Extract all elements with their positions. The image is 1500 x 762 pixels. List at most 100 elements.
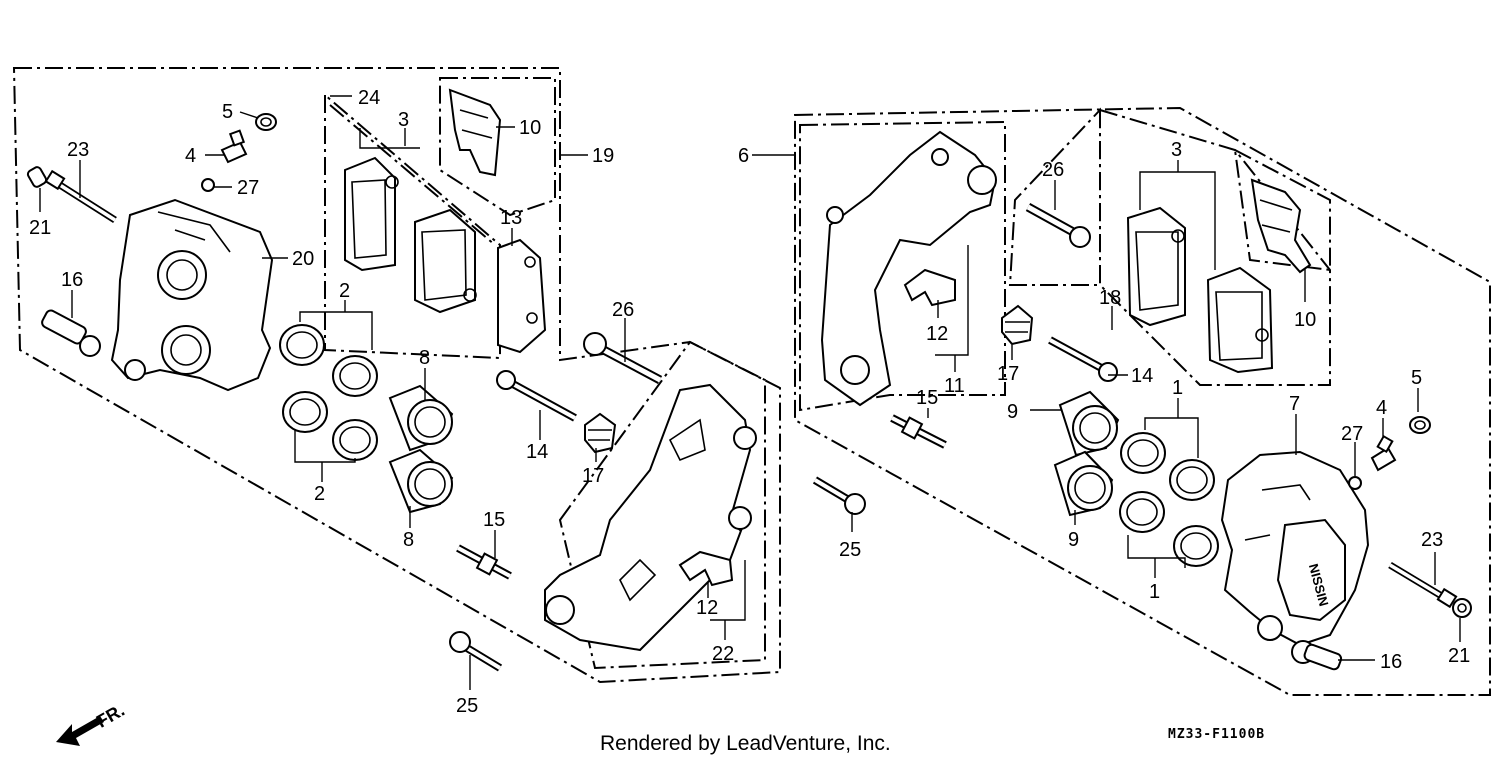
callout-16-left: 16 — [61, 269, 83, 291]
bleeder-cap-21-right — [1452, 598, 1472, 618]
bleeder-screw-4-right — [1370, 434, 1397, 472]
pad-spring-10-left — [448, 88, 502, 177]
callout-labels: 5 24 3 10 19 23 4 27 21 20 13 16 2 26 8 … — [29, 87, 1470, 717]
callout-2-bottom: 2 — [314, 483, 325, 505]
right-bracket-group-boundary — [799, 120, 1006, 412]
pistons-8-left — [388, 384, 454, 514]
caliper-body-7-right: NISSIN — [1220, 450, 1370, 647]
callout-26-right: 26 — [1042, 159, 1064, 181]
callout-12-right: 12 — [926, 323, 948, 345]
slide-pin-14-right — [1048, 336, 1118, 382]
left-caliper-body-group-boundary — [324, 92, 501, 360]
callout-22: 22 — [712, 643, 734, 665]
callout-20: 20 — [292, 248, 314, 270]
bleeder-cap-5-right — [1409, 416, 1431, 434]
bolt-26-left — [583, 332, 663, 384]
pad-clip-12-left — [678, 550, 734, 587]
caliper-bracket-22-left — [544, 383, 757, 652]
callout-24: 24 — [358, 87, 380, 109]
pad-clip-12-right — [903, 268, 956, 307]
pad-shim-13 — [497, 238, 547, 354]
caliper-body-20-left — [110, 198, 274, 392]
brake-pad-3-right-b — [1206, 266, 1274, 374]
callout-27-left: 27 — [237, 177, 259, 199]
callout-15-left: 15 — [483, 509, 505, 531]
boot-17-right — [1001, 304, 1034, 346]
callout-10-right: 10 — [1294, 309, 1316, 331]
callout-13: 13 — [500, 207, 522, 229]
bolt-25-right — [812, 476, 866, 515]
callout-21-right: 21 — [1448, 645, 1470, 667]
callout-15-right: 15 — [916, 387, 938, 409]
slide-pin-14-left — [496, 370, 577, 422]
callout-25-right: 25 — [839, 539, 861, 561]
callout-1-bottom: 1 — [1149, 581, 1160, 603]
brake-pad-3-right-a — [1126, 206, 1186, 327]
callout-5-right: 5 — [1411, 367, 1422, 389]
callout-26-left: 26 — [612, 299, 634, 321]
left-caliper-assembly-boundary — [12, 67, 781, 684]
callout-9-bottom: 9 — [1068, 529, 1079, 551]
callout-8-bottom: 8 — [403, 529, 414, 551]
pad-pin-23-right — [1388, 561, 1458, 609]
callout-17-left: 17 — [582, 465, 604, 487]
callout-23-left: 23 — [67, 139, 89, 161]
front-direction-label: FR. — [93, 700, 128, 732]
callout-14-left: 14 — [526, 441, 548, 463]
brake-pad-3-left-a — [344, 156, 399, 272]
callout-2-top: 2 — [339, 280, 350, 302]
callout-4-left: 4 — [185, 145, 196, 167]
callout-11: 11 — [944, 375, 965, 397]
callout-5-left: 5 — [222, 101, 233, 123]
slide-pin-15-right — [890, 414, 947, 449]
left-pad-group-boundary — [329, 104, 496, 246]
piston-seals-1-right — [1119, 432, 1219, 567]
slide-pin-15-left — [456, 544, 512, 580]
callout-18: 18 — [1099, 287, 1121, 309]
callout-17-right: 17 — [997, 363, 1019, 385]
pad-pin-23-left — [44, 169, 117, 223]
bolt-16-right — [1291, 640, 1343, 671]
left-bracket-group-boundary — [558, 340, 766, 670]
pistons-9-right — [1053, 390, 1120, 517]
callout-1-top: 1 — [1172, 377, 1183, 399]
callout-27-right: 27 — [1341, 423, 1363, 445]
callout-23-right: 23 — [1421, 529, 1443, 551]
bleeder-cap-5-left — [255, 113, 277, 131]
callout-9-top: 9 — [1007, 401, 1018, 423]
callout-3-right: 3 — [1171, 139, 1182, 161]
right-pad-spring-group — [1233, 148, 1331, 272]
callout-10-left: 10 — [519, 117, 541, 139]
callout-16-right: 16 — [1380, 651, 1402, 673]
callout-4-right: 4 — [1376, 397, 1387, 419]
boot-17-left — [584, 412, 617, 454]
callout-3-left: 3 — [398, 109, 409, 131]
front-arrow-icon — [56, 716, 104, 746]
bleeder-seal-27-left — [201, 178, 215, 192]
bleeder-screw-4-left — [220, 129, 248, 164]
left-pad-spring-group — [439, 77, 556, 217]
callout-21-left: 21 — [29, 217, 51, 239]
bleeder-cap-21-left — [26, 166, 48, 188]
callout-14-right: 14 — [1131, 365, 1153, 387]
callout-25-left: 25 — [456, 695, 478, 717]
callout-8-top: 8 — [419, 347, 430, 369]
brake-pad-3-left-b — [414, 208, 477, 314]
callout-7: 7 — [1289, 393, 1300, 415]
caliper-bracket-11-right — [820, 130, 997, 407]
callout-19: 19 — [592, 145, 614, 167]
right-caliper-assembly-boundary — [794, 106, 1491, 696]
callout-6: 6 — [738, 145, 749, 167]
pad-spring-10-right — [1250, 178, 1312, 274]
leader-lines — [39, 95, 1461, 690]
bolt-26-right — [1025, 203, 1091, 248]
bolt-25-left — [449, 631, 503, 672]
diagram-code: MZ33-F1100B — [1168, 727, 1265, 742]
render-credit: Rendered by LeadVenture, Inc. — [600, 732, 891, 755]
bleeder-seal-27-right — [1348, 476, 1362, 490]
bolt-16-left — [41, 309, 101, 357]
callout-12-left: 12 — [696, 597, 718, 619]
front-direction-indicator: FR. — [56, 700, 128, 746]
